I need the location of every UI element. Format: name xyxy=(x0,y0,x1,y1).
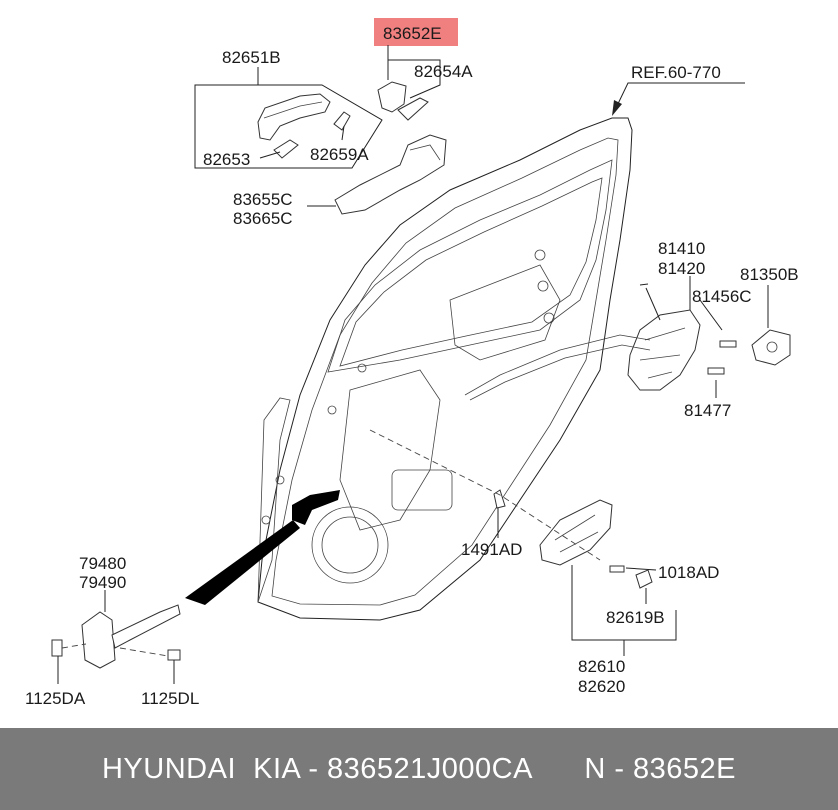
highlight-box xyxy=(374,18,458,46)
label-83652E: 83652E xyxy=(383,24,442,43)
label-82620: 82620 xyxy=(578,677,625,696)
wiring-connector xyxy=(292,490,340,525)
label-81420: 81420 xyxy=(658,259,705,278)
label-82653: 82653 xyxy=(203,150,250,169)
label-79490: 79490 xyxy=(79,573,126,592)
label-1125DA: 1125DA xyxy=(25,689,86,708)
latch-group xyxy=(464,283,791,401)
label-81350B: 81350B xyxy=(740,265,799,284)
label-83665C: 83665C xyxy=(233,209,293,228)
check-strap-group xyxy=(51,604,181,669)
label-81477: 81477 xyxy=(684,401,731,420)
label-1491AD: 1491AD xyxy=(461,540,522,559)
label-81456C: 81456C xyxy=(692,287,752,306)
label-82659A: 82659A xyxy=(310,145,369,164)
label-81410: 81410 xyxy=(658,239,705,258)
footer-oem-part: N - 83652E xyxy=(584,752,737,785)
label-79480: 79480 xyxy=(79,554,126,573)
parts-diagram: 83652E 82651B 82654A 82653 82659A 83655C… xyxy=(25,18,799,708)
label-1125DL: 1125DL xyxy=(141,689,199,708)
label-82610: 82610 xyxy=(578,657,625,676)
label-82654A: 82654A xyxy=(414,62,473,81)
footer-gap xyxy=(533,753,584,786)
label-1018AD: 1018AD xyxy=(658,563,719,582)
label-82619B: 82619B xyxy=(606,608,665,627)
label-ref: REF.60-770 xyxy=(631,63,721,82)
door-panel xyxy=(257,117,633,621)
label-83655C: 83655C xyxy=(233,190,293,209)
label-82651B: 82651B xyxy=(222,48,281,67)
part-number-footer: HYUNDAI KIA - 836521J000CA N - 83652E xyxy=(0,728,838,810)
wiring-wedge xyxy=(185,520,300,605)
outside-handle-group xyxy=(194,81,447,215)
inside-handle-group xyxy=(493,489,653,589)
footer-brand-part: HYUNDAI KIA - 836521J000CA xyxy=(101,752,533,785)
